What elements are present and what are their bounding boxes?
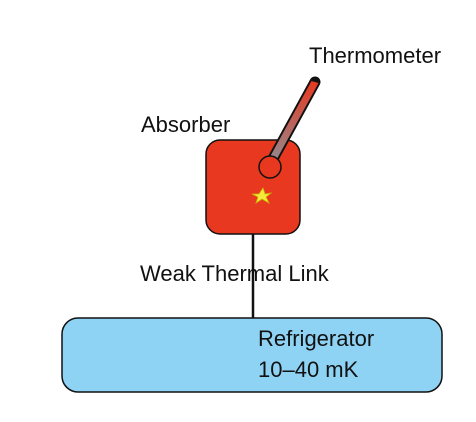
- refrigerator-label: Refrigerator: [258, 326, 374, 351]
- particle-hit-star-icon: [251, 187, 273, 205]
- thermometer-label: Thermometer: [309, 43, 441, 68]
- thermometer: [258, 76, 321, 179]
- thermometer-bulb: [258, 155, 282, 179]
- thermometer-stem: [265, 81, 319, 167]
- absorber-label: Absorber: [141, 112, 230, 137]
- refrigerator-block: [61, 317, 443, 393]
- temperature-label: 10–40 mK: [258, 357, 359, 382]
- absorber-block: [205, 139, 301, 235]
- weak-thermal-link-label: Weak Thermal Link: [140, 261, 330, 286]
